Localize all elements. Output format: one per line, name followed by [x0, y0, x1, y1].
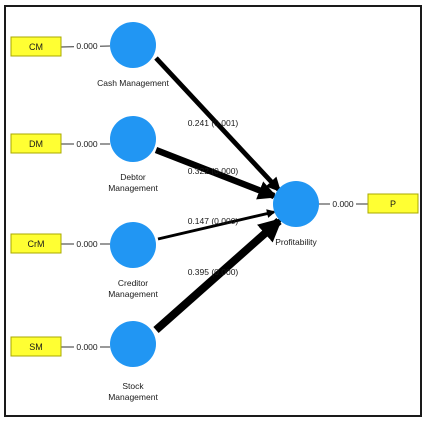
outer-weight-dm: 0.000 [76, 139, 98, 149]
indicator-cm[interactable]: CM [10, 36, 62, 57]
outer-weight-crm: 0.000 [76, 239, 98, 249]
indicator-label: CrM [28, 239, 45, 249]
construct-label-debtor-line1: Debtor [120, 172, 146, 182]
diagram-frame [4, 5, 422, 417]
path-label-cash: 0.241 (0.001) [188, 118, 239, 128]
outer-weight-sm: 0.000 [76, 342, 98, 352]
construct-label-stock-line1: Stock [122, 381, 144, 391]
construct-label-creditor-line2: Management [108, 289, 158, 299]
construct-label-cash: Cash Management [97, 78, 169, 88]
path-arrow-debtor [154, 146, 278, 200]
path-label-debtor: 0.322 (0.000) [188, 166, 239, 176]
indicator-label: SM [29, 342, 43, 352]
indicator-p[interactable]: P [367, 193, 419, 214]
construct-label-profitability: Profitability [275, 237, 317, 247]
indicator-crm[interactable]: CrM [10, 233, 62, 254]
construct-label-debtor-line2: Management [108, 183, 158, 193]
indicator-dm[interactable]: DM [10, 133, 62, 154]
path-arrow-creditor [157, 209, 276, 241]
construct-creditor-management[interactable] [110, 222, 156, 268]
construct-debtor-management[interactable] [110, 116, 156, 162]
path-arrow-stock [153, 217, 283, 333]
outer-weight-cm: 0.000 [76, 41, 98, 51]
construct-cash-management[interactable] [110, 22, 156, 68]
indicator-label: DM [29, 139, 43, 149]
construct-stock-management[interactable] [110, 321, 156, 367]
construct-profitability[interactable] [273, 181, 319, 227]
indicator-label: CM [29, 42, 43, 52]
path-label-stock: 0.395 (0.000) [188, 267, 239, 277]
indicator-sm[interactable]: SM [10, 336, 62, 357]
outer-weight-p: 0.000 [332, 199, 354, 209]
indicator-label: P [390, 199, 396, 209]
path-arrow-cash [154, 56, 281, 193]
path-label-creditor: 0.147 (0.000) [188, 216, 239, 226]
construct-label-stock-line2: Management [108, 392, 158, 402]
construct-label-creditor-line1: Creditor [118, 278, 148, 288]
